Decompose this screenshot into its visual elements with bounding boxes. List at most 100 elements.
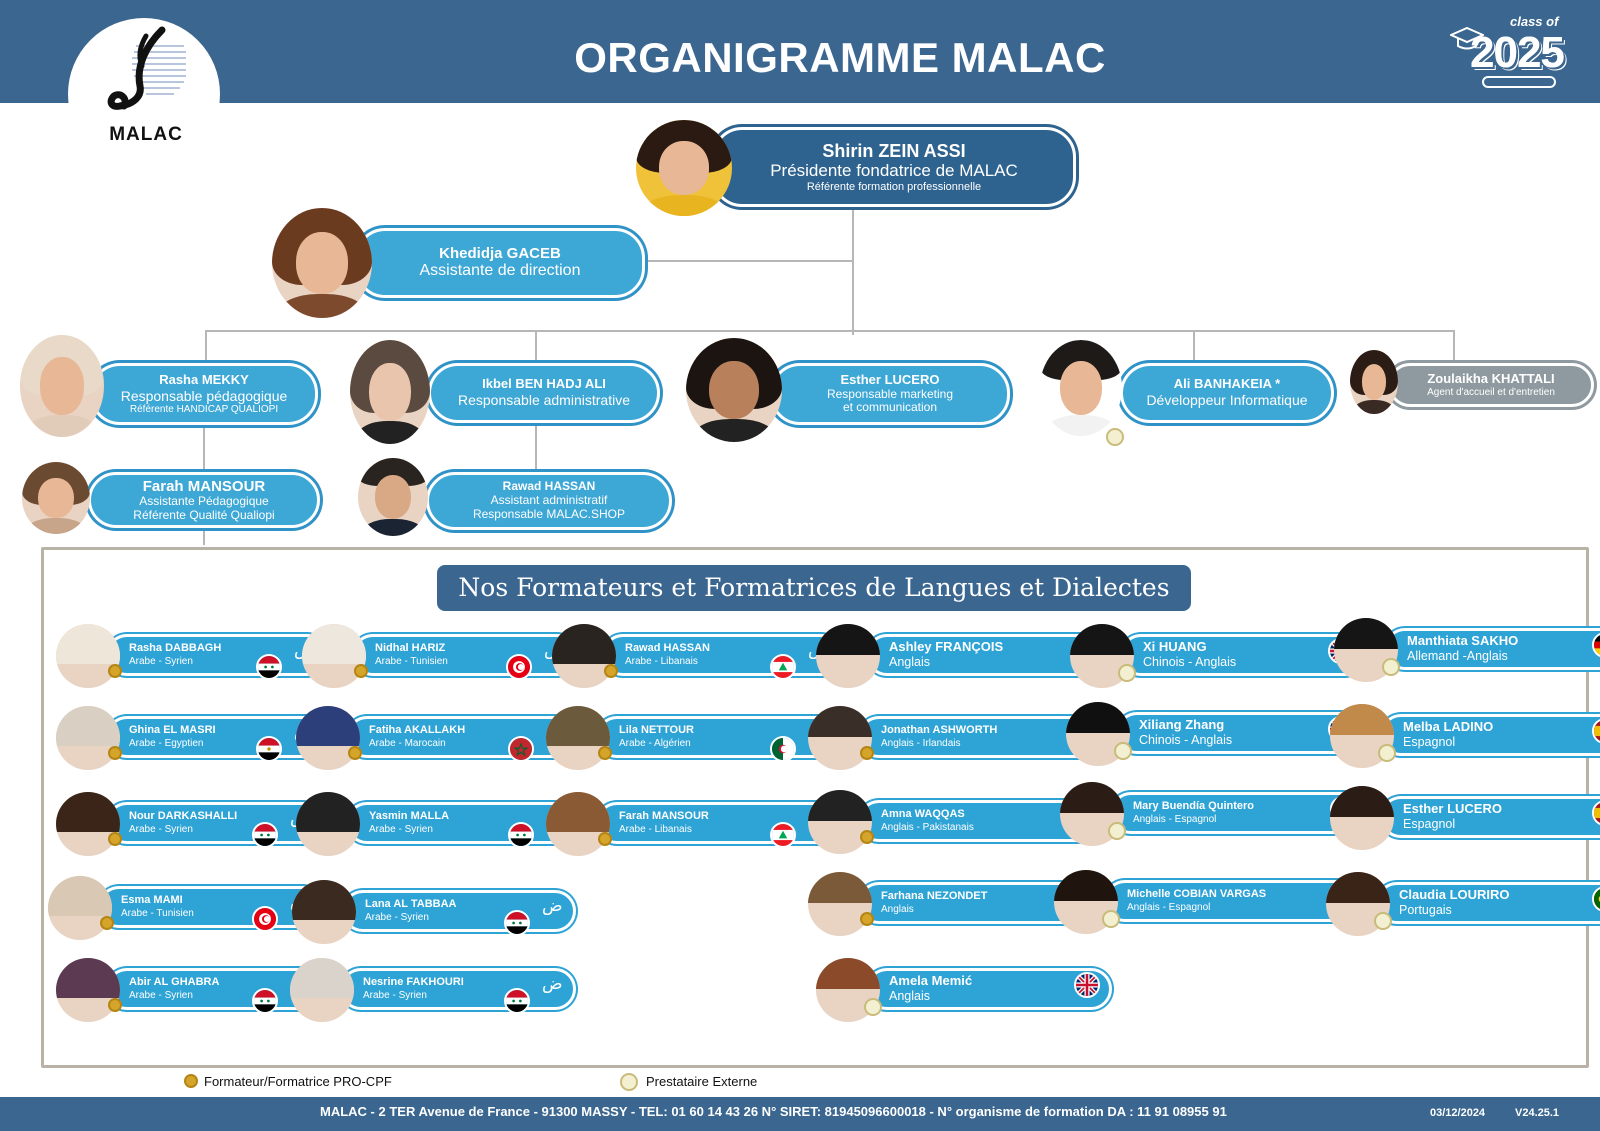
trainer-languages: Arabe - Syrien (365, 911, 429, 923)
logo-text: MALAC (109, 124, 183, 145)
person-role: Assistant administratif (490, 493, 608, 508)
trainer-name: Yasmin MALLA (369, 809, 450, 822)
trainer-name: Farah MANSOUR (619, 809, 709, 822)
avatar (56, 624, 120, 688)
person-role: Agent d'accueil et d'entretien (1427, 386, 1555, 398)
diploma-scroll-icon (1482, 76, 1556, 88)
person-name: Farah MANSOUR (142, 477, 266, 495)
trainer-name: Nesrine FAKHOURI (363, 975, 464, 988)
trainer-languages: Anglais - Espagnol (1127, 901, 1211, 913)
pro-cpf-medal-icon (354, 664, 368, 678)
person-role: Responsable administrative (458, 392, 630, 409)
avatar (808, 706, 872, 770)
arabic-letter-icon: ض (542, 974, 563, 994)
staff-card-zoulaikha: Zoulaikha KHATTALI Agent d'accueil et d'… (1388, 363, 1594, 407)
person-extra: Référente formation professionnelle (806, 180, 982, 193)
person-role: Assistante de direction (419, 262, 581, 280)
footer-address: MALAC - 2 TER Avenue de France - 91300 M… (320, 1104, 1227, 1119)
trainer-name: Lila NETTOUR (619, 723, 694, 736)
external-provider-icon (620, 1073, 638, 1091)
pro-cpf-medal-icon (348, 746, 362, 760)
trainer-languages: Arabe - Syrien (369, 823, 433, 835)
trainer-languages: Arabe - Tunisien (121, 907, 194, 919)
pro-cpf-medal-icon (108, 664, 122, 678)
connector-line (640, 260, 854, 262)
syria-flag-icon (256, 654, 282, 680)
trainer-languages: Anglais (889, 989, 930, 1004)
staff-card-rawad: Rawad HASSAN Assistant administratif Res… (426, 472, 672, 530)
avatar (292, 880, 356, 944)
pro-cpf-medal-icon (860, 912, 874, 926)
badge-year: 2025 (1470, 28, 1565, 77)
avatar (686, 338, 782, 442)
person-role: Développeur Informatique (1146, 392, 1308, 409)
person-role: Responsable pédagogique (120, 387, 288, 404)
avatar (1330, 786, 1394, 850)
person-name: Shirin ZEIN ASSI (822, 140, 966, 161)
tunisia-flag-icon (506, 654, 532, 680)
footer-version: V24.25.1 (1515, 1107, 1560, 1119)
graduation-cap-icon (1450, 26, 1484, 50)
staff-card-esther: Esther LUCERO Responsable marketing et c… (770, 363, 1010, 425)
person-role: Présidente fondatrice de MALAC (770, 161, 1018, 181)
malac-logo-icon (107, 26, 186, 110)
connector-line (535, 425, 537, 470)
avatar (546, 792, 610, 856)
pro-cpf-medal-icon (860, 746, 874, 760)
external-provider-icon (1108, 822, 1126, 840)
badge-top-text: class of (1510, 14, 1559, 29)
trainer-name: Lana AL TABBAA (365, 897, 457, 910)
avatar (1040, 340, 1122, 436)
trainer-languages: Arabe - Libanais (625, 655, 698, 667)
trainer-languages: Arabe - Libanais (619, 823, 692, 835)
avatar (56, 958, 120, 1022)
person-extra: Référente HANDICAP QUALIOPI (129, 403, 279, 415)
external-provider-icon (1382, 658, 1400, 676)
trainer-languages: Arabe - Tunisien (375, 655, 448, 667)
avatar (1060, 782, 1124, 846)
trainers-title: Nos Formateurs et Formatrices de Langues… (437, 565, 1191, 611)
staff-card-ali: Ali BANHAKEIA * Développeur Informatique (1120, 363, 1334, 423)
arabic-letter-icon: ض (542, 896, 563, 916)
egypt-flag-icon (256, 736, 282, 762)
trainer-name: Manthiata SAKHO (1407, 633, 1519, 649)
trainer-name: Amna WAQQAS (881, 807, 965, 820)
trainer-name: Jonathan ASHWORTH (881, 723, 998, 736)
external-provider-icon (1114, 742, 1132, 760)
trainer-languages: Arabe - Syrien (129, 989, 193, 1001)
trainer-name: Fatiha AKALLAKH (369, 723, 466, 736)
trainer-name: Melba LADINO (1403, 719, 1494, 735)
trainer-languages: Allemand -Anglais (1407, 649, 1508, 664)
person-role: Responsable marketing (826, 386, 954, 401)
syria-flag-icon (252, 988, 278, 1014)
trainer-name: Nour DARKASHALLI (129, 809, 238, 822)
pro-cpf-medal-icon (598, 746, 612, 760)
avatar (56, 792, 120, 856)
connector-line (852, 195, 854, 335)
person-name: Rasha MEKKY (159, 371, 249, 387)
pro-cpf-medal-icon (860, 830, 874, 844)
lebanon-flag-icon (770, 822, 796, 848)
avatar (272, 208, 372, 318)
